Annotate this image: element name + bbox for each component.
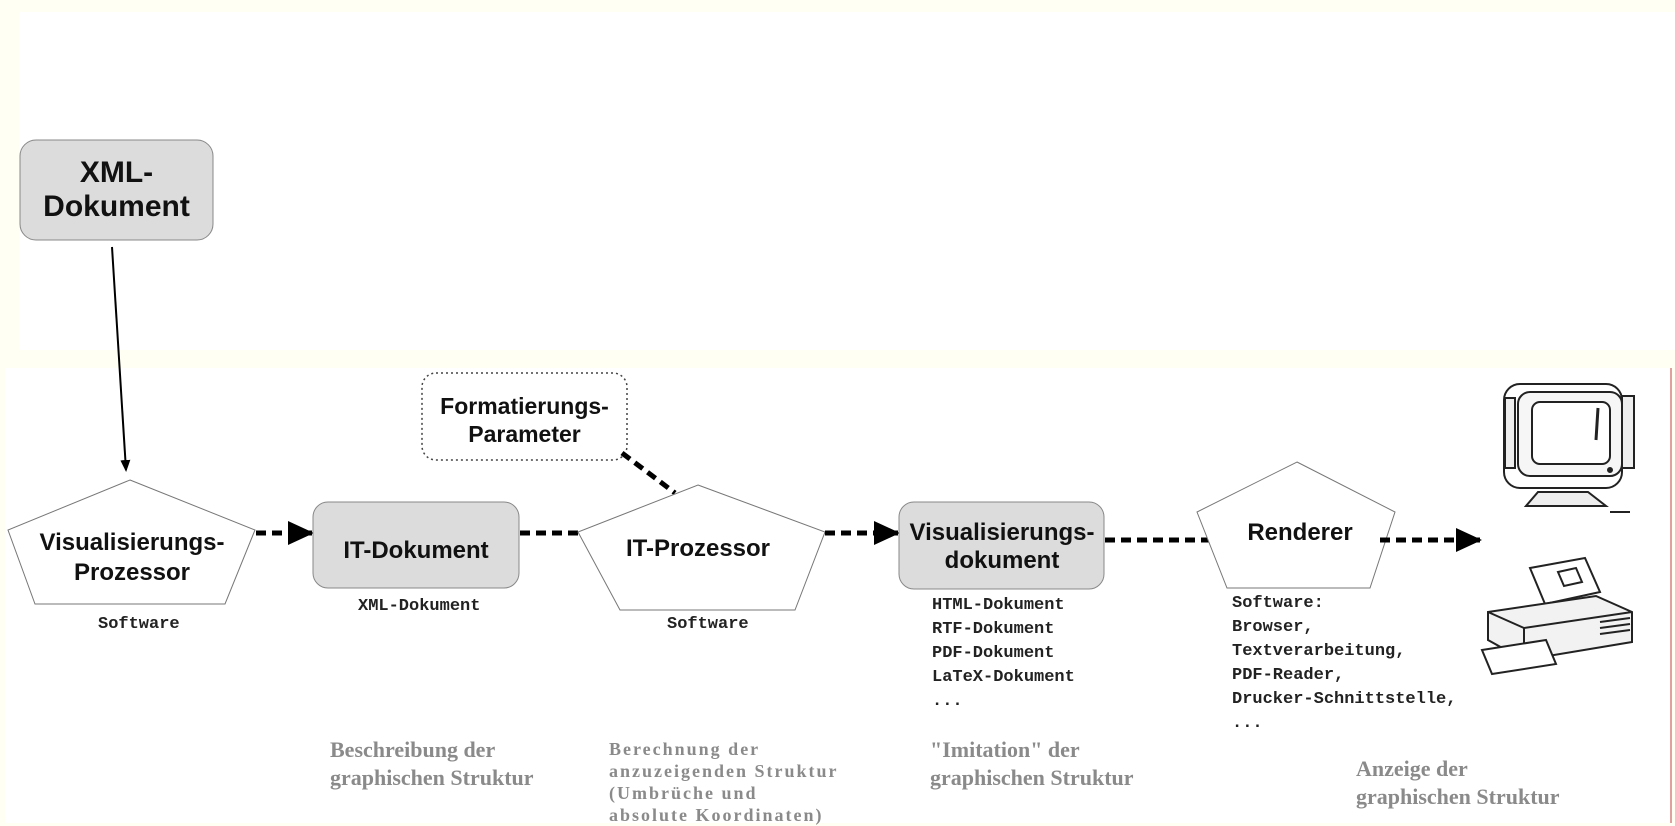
visualisierungsdokument-box — [898, 501, 1105, 590]
monitor-icon — [1503, 383, 1635, 513]
note-imitation: "Imitation" der graphischen Struktur — [930, 737, 1134, 790]
itdokument-type-caption: XML-Dokument — [358, 597, 481, 616]
note-berechnung: Berechnung der anzuzeigenden Struktur (U… — [609, 739, 839, 825]
visprozessor-software-caption: Software — [98, 615, 180, 634]
visualisierungs-prozessor-shape — [7, 479, 256, 605]
renderer-software-caption: Software: Browser, Textverarbeitung, PDF… — [1232, 594, 1457, 733]
xml-document-box — [19, 139, 214, 241]
link-parameter-to-itprozessor — [620, 451, 677, 495]
itprozessor-software-caption: Software — [667, 615, 749, 634]
note-beschreibung: Beschreibung der graphischen Struktur — [330, 737, 534, 790]
arrow-xml-to-visprozessor — [111, 246, 131, 472]
printer-icon — [1480, 556, 1633, 676]
visualisierungsdokument-label: Visualisierungs- dokument — [909, 519, 1095, 574]
xml-document-label: XML- Dokument — [43, 156, 190, 223]
it-prozessor-label: IT-Prozessor — [625, 535, 771, 562]
note-anzeige: Anzeige der graphischen Struktur — [1356, 756, 1560, 809]
visualisierungs-prozessor-label: Visualisierungs- Prozessor — [39, 529, 225, 586]
it-prozessor-shape — [577, 484, 826, 611]
top-white-panel — [20, 12, 1675, 350]
formatierungs-parameter-label: Formatierungs- Parameter — [440, 393, 609, 447]
renderer-shape — [1196, 461, 1396, 589]
it-dokument-box — [312, 501, 520, 589]
it-dokument-label: IT-Dokument — [343, 537, 489, 564]
left-white-panel — [5, 368, 1670, 823]
formatierungs-parameter-box — [421, 372, 628, 461]
renderer-label: Renderer — [1247, 519, 1353, 546]
right-border-line — [1670, 368, 1672, 823]
visdokument-types-caption: HTML-Dokument RTF-Dokument PDF-Dokument … — [932, 596, 1075, 711]
